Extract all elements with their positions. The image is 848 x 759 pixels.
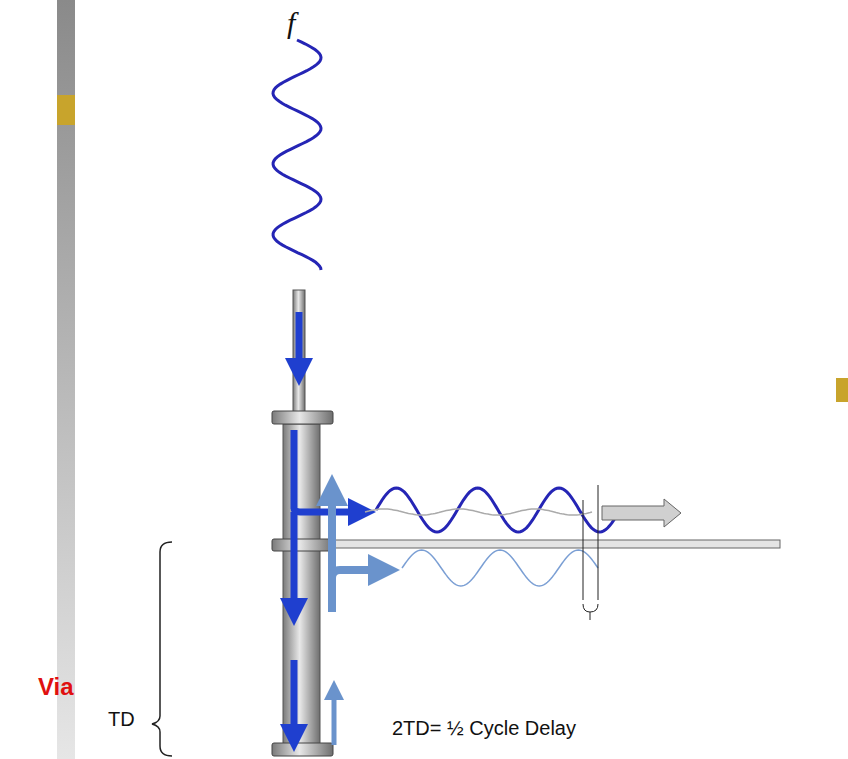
via-pad <box>272 539 333 551</box>
resulting-wave <box>365 509 592 515</box>
delay-bracket <box>583 604 598 620</box>
delay-note: 2TD= ½ Cycle Delay <box>392 717 576 739</box>
dimension-label: TD <box>108 708 135 730</box>
marker-line <box>583 500 584 600</box>
output-arrow <box>602 499 681 527</box>
via-stem <box>293 290 305 412</box>
signal-arrow <box>296 312 303 372</box>
side-strip <box>57 0 75 759</box>
reflection-arrow <box>332 690 337 745</box>
frequency-label: f <box>287 6 295 39</box>
incoming-wave <box>273 40 321 270</box>
trace <box>333 540 780 548</box>
length-bracket <box>152 542 172 756</box>
accent-bar <box>836 378 848 402</box>
reflected-wave <box>402 550 598 586</box>
accent-bar <box>57 95 75 125</box>
signal-arrow <box>291 660 298 738</box>
marker-line <box>598 485 599 600</box>
via-barrel <box>283 424 320 744</box>
reflection-arrow <box>332 570 384 578</box>
via-pad <box>272 743 333 756</box>
reflection-arrow <box>328 490 336 612</box>
signal-arrow <box>291 512 298 612</box>
part-name: Via <box>38 674 74 700</box>
via-pad <box>272 411 333 424</box>
